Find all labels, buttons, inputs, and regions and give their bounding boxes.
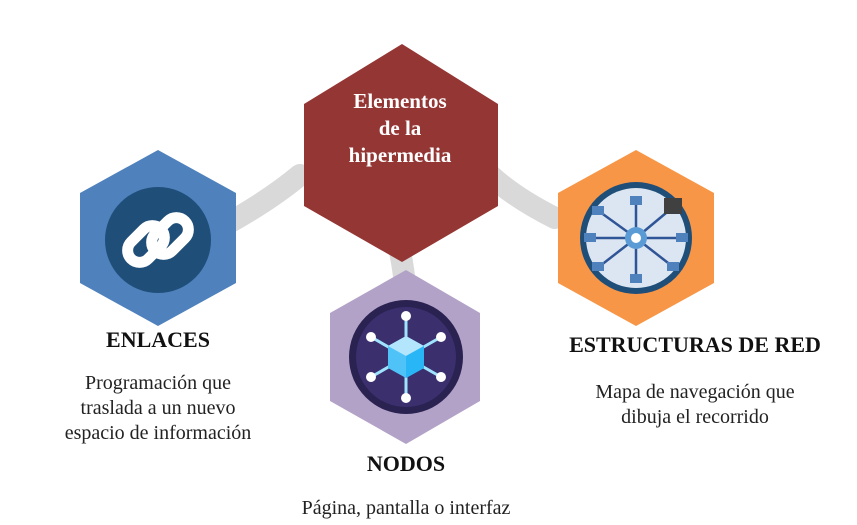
node-network-icon	[349, 300, 463, 414]
center-title: Elementos de la hipermedia	[348, 89, 452, 167]
estructuras-description: Mapa de navegación que dibuja el recorri…	[595, 381, 795, 428]
connector-right	[479, 164, 566, 229]
nodos-description: Página, pantalla o interfaz	[301, 497, 511, 519]
center-hexagon	[304, 44, 498, 262]
network-map-icon	[580, 182, 692, 294]
link-icon	[105, 187, 211, 293]
enlaces-description: Programación que traslada a un nuevo esp…	[64, 372, 252, 444]
enlaces-title: ENLACES	[106, 327, 210, 352]
connector-left	[214, 164, 311, 236]
estructuras-title: ESTRUCTURAS DE RED	[569, 332, 821, 357]
nodos-title: NODOS	[366, 451, 446, 476]
